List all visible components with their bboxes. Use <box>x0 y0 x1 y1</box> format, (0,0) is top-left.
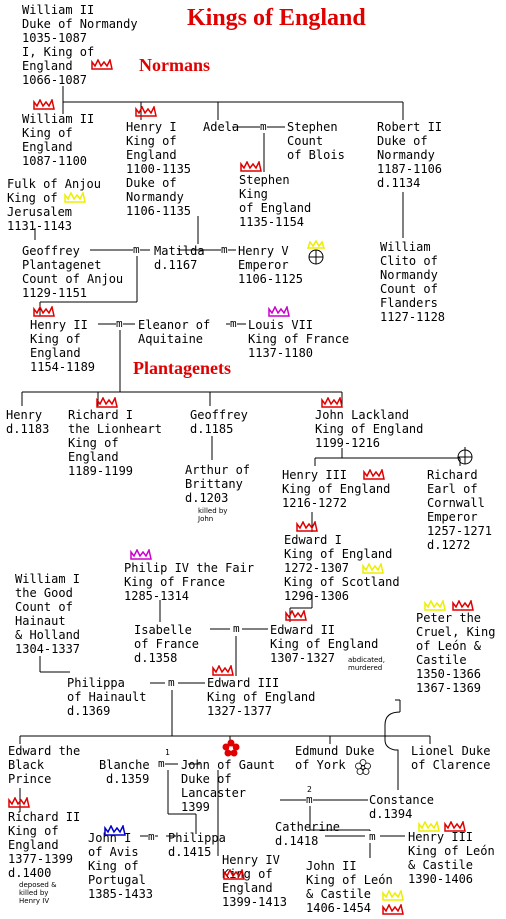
york-rose-icon <box>355 759 371 775</box>
crown-icon <box>321 397 343 408</box>
note-edward-ii-abdicated: abdicated, murdered <box>348 656 385 672</box>
person-fulk-of-anjou: Fulk of Anjou King of Jerusalem 1131-114… <box>7 177 101 233</box>
person-philippa: Philippa d.1415 <box>168 831 226 859</box>
person-richard-ii: Richard II King of England 1377-1399 d.1… <box>8 810 81 880</box>
person-adela: Adela <box>203 120 240 134</box>
marriage-marker: m <box>148 830 155 843</box>
section-heading-plantagenets: Plantagenets <box>133 358 231 378</box>
person-blanche: Blanche <box>99 758 150 772</box>
crown-icon <box>444 821 466 832</box>
person-edward-i: Edward I King of England 1272-1307 King … <box>284 533 400 603</box>
crown-icon <box>240 161 262 172</box>
lancaster-rose-icon <box>222 739 240 757</box>
person-john-i-of-avis: John I of Avis King of Portugal 1385-143… <box>88 831 154 901</box>
person-stephen-of-blois: Stephen Count of Blois <box>287 120 345 162</box>
crown-icon <box>362 563 384 574</box>
person-geoffrey: Geoffrey d.1185 <box>190 408 248 436</box>
person-edward-ii: Edward II King of England 1307-1327 <box>270 623 379 665</box>
crown-icon <box>130 549 152 560</box>
person-john-lackland: John Lackland King of England 1199-1216 <box>315 408 424 450</box>
marriage-marker: m <box>168 676 175 689</box>
marriage-marker: m <box>260 120 267 133</box>
crown-icon <box>382 904 404 915</box>
crown-icon <box>296 521 318 532</box>
person-henry-ii: Henry II King of England 1154-1189 <box>30 318 96 374</box>
crown-icon <box>8 797 30 808</box>
crown-icon <box>96 397 118 408</box>
crown-icon <box>363 469 385 480</box>
marriage-order: 2 <box>307 785 312 794</box>
person-philippa-of-hainault: Philippa of Hainault d.1369 <box>67 676 147 718</box>
person-isabelle-of-france: Isabelle of France d.1358 <box>134 623 200 665</box>
person-matilda-death: d.1167 <box>154 258 198 272</box>
imperial-crown-icon <box>306 240 326 265</box>
person-henry-young-king: Henry d.1183 <box>6 408 50 436</box>
crown-icon <box>285 610 307 621</box>
person-henry-iii: Henry III King of England 1216-1272 <box>282 468 391 510</box>
crown-icon <box>223 869 245 880</box>
person-geoffrey-plantagenet: Geoffrey Plantagenet Count of Anjou 1129… <box>22 244 124 300</box>
person-stephen: Stephen King of England 1135-1154 <box>239 173 312 229</box>
marriage-marker: m <box>306 793 313 806</box>
person-robert-ii: Robert II Duke of Normandy 1187-1106 d.1… <box>377 120 443 190</box>
person-william-i: William II Duke of Normandy 1035-1087 I,… <box>22 3 138 87</box>
person-peter-the-cruel: Peter the Cruel, King of León & Castile … <box>416 611 496 695</box>
marriage-order: 1 <box>165 748 170 757</box>
person-william-ii: William II King of England 1087-1100 <box>22 112 95 168</box>
person-eleanor-of-aquitaine: Eleanor of Aquitaine <box>138 318 211 346</box>
person-edward-iii: Edward III King of England 1327-1377 <box>207 676 316 718</box>
crown-icon <box>452 600 474 611</box>
crown-icon <box>268 306 290 317</box>
crown-icon <box>382 890 404 901</box>
person-richard-i: Richard I the Lionheart King of England … <box>68 408 162 478</box>
crown-icon <box>424 600 446 611</box>
note-arthur-killed: killed by John <box>198 507 228 523</box>
person-edmund-duke-of-york: Edmund Duke of York <box>295 744 375 772</box>
person-henry-iv: Henry IV King of England 1399-1413 <box>222 853 288 909</box>
person-henry-v-emperor: Henry V Emperor 1106-1125 <box>238 244 304 286</box>
crown-icon <box>33 306 55 317</box>
marriage-marker: m <box>116 317 123 330</box>
imperial-crown-icon <box>457 447 473 465</box>
crown-icon <box>33 99 55 110</box>
person-philip-iv: Philip IV the Fair King of France 1285-1… <box>124 561 255 603</box>
marriage-marker: m <box>133 243 140 256</box>
person-arthur-of-brittany: Arthur of Brittany d.1203 <box>185 463 251 505</box>
person-john-ii-of-leon: John II King of León & Castile 1406-1454 <box>306 859 393 915</box>
marriage-marker: m <box>233 622 240 635</box>
marriage-marker: m <box>369 830 376 843</box>
person-lionel-duke-of-clarence: Lionel Duke of Clarence <box>411 744 491 772</box>
person-john-of-gaunt: John of Gaunt Duke of Lancaster 1399 <box>181 758 275 814</box>
person-black-prince: Edward the Black Prince <box>8 744 81 786</box>
person-william-i-hainaut: William I the Good Count of Hainaut & Ho… <box>15 572 81 656</box>
person-blanche-death: d.1359 <box>106 772 150 786</box>
crown-icon <box>104 825 126 836</box>
crown-icon <box>418 821 440 832</box>
person-henry-i: Henry I King of England 1100-1135 Duke o… <box>126 120 192 218</box>
person-henry-iii-of-leon: Henry III King of León & Castile 1390-14… <box>408 830 495 886</box>
person-richard-earl-of-cornwall: Richard Earl of Cornwall Emperor 1257-12… <box>427 468 493 552</box>
crown-icon <box>135 106 157 117</box>
person-matilda: Matilda <box>154 244 205 258</box>
crown-icon <box>64 192 86 203</box>
person-catherine: Catherine d.1418 <box>275 820 341 848</box>
page-title: Kings of England <box>187 5 366 31</box>
marriage-marker: m <box>221 243 228 256</box>
marriage-marker: m <box>158 757 165 770</box>
note-richard-ii-deposed: deposed & killed by Henry IV <box>19 881 57 905</box>
person-constance: Constance d.1394 <box>369 793 435 821</box>
crown-icon <box>91 59 113 70</box>
person-louis-vii: Louis VII King of France 1137-1180 <box>248 318 350 360</box>
crown-icon <box>212 665 234 676</box>
marriage-marker: m <box>230 317 237 330</box>
section-heading-normans: Normans <box>139 55 210 75</box>
person-william-clito: William Clito of Normandy Count of Fland… <box>380 240 446 324</box>
